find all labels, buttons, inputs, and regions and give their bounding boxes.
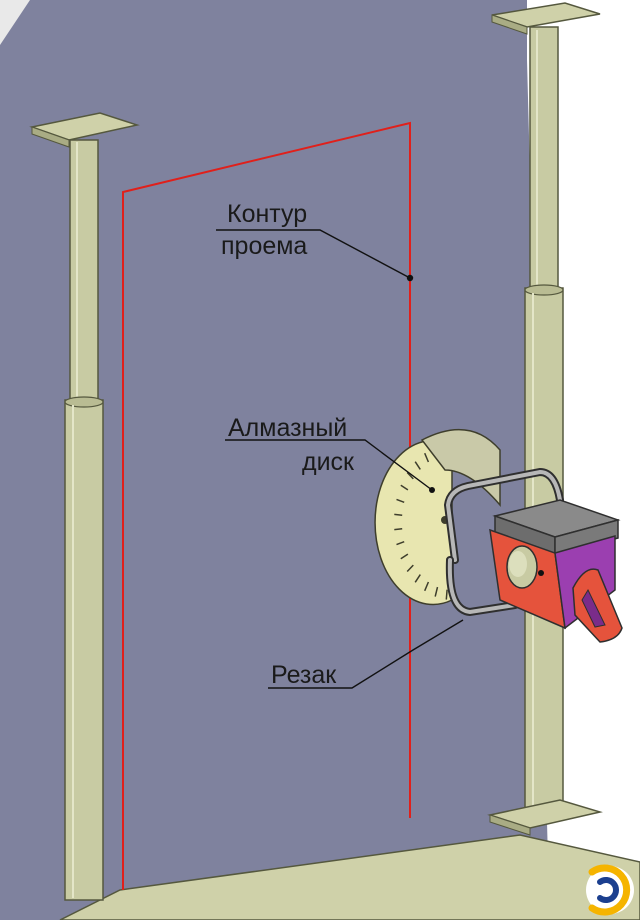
disc-segment (400, 553, 409, 560)
cutter-body (489, 499, 623, 643)
disc-segment (434, 586, 439, 597)
left-prop (29, 112, 140, 901)
right-prop-base-plate-edge (489, 814, 531, 836)
label-contour-line2: проема (221, 232, 307, 260)
watermark-logo-icon (586, 864, 634, 916)
disc-segment (396, 498, 405, 504)
leader-contour-dot (406, 274, 414, 282)
cutter-handle-grip (581, 588, 606, 628)
cutter-motor-cap-highlight (509, 551, 527, 577)
leader-disc (225, 439, 433, 491)
leader-cutter-dot (538, 570, 544, 576)
diamond-disc (374, 428, 501, 606)
label-disc-line2: диск (302, 448, 355, 476)
disc-segment (400, 484, 409, 491)
right-prop-collar (524, 284, 564, 296)
left-prop-collar (64, 396, 104, 408)
disc-segment (406, 471, 414, 480)
disc-segment (424, 452, 430, 463)
disc-segment (424, 581, 430, 592)
label-disc-line1: Алмазный (228, 414, 347, 442)
disc-segment (414, 574, 421, 583)
disc-segment (394, 513, 403, 517)
disc-segment (445, 589, 448, 600)
label-contour-line1: Контур (227, 200, 307, 228)
right-prop-inner-tube (529, 26, 559, 293)
cutter-rear-handle (572, 568, 623, 643)
wall-corner-shadow (0, 0, 30, 45)
cutter-frame (443, 467, 564, 617)
disc-segment (394, 527, 403, 531)
disc-segment (406, 564, 414, 573)
floor-slab (59, 834, 640, 920)
left-prop-outer-tube (64, 399, 104, 901)
left-prop-top-plate-edge (31, 126, 70, 148)
leader-lines (216, 229, 464, 689)
right-prop-top-plate-edge (491, 14, 528, 35)
disc-segment (414, 461, 421, 470)
leader-cutter (268, 619, 464, 689)
left-prop-inner-tube (69, 139, 99, 411)
leader-contour (216, 229, 411, 279)
leader-disc-dot (429, 487, 435, 493)
disc-face (374, 439, 453, 606)
cutter-cover-side (554, 519, 619, 556)
label-cutter: Резак (271, 661, 337, 689)
disc-segment (396, 540, 405, 546)
